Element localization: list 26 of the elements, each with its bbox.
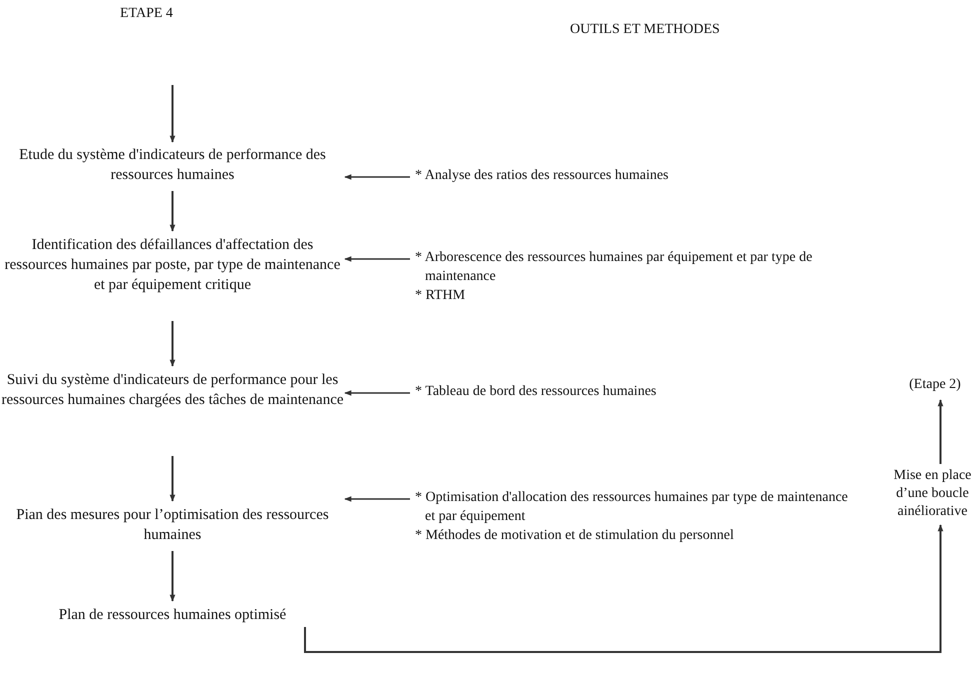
arrow bbox=[304, 524, 944, 653]
step-text: (Etape 2) bbox=[908, 376, 962, 394]
arrow bbox=[170, 191, 176, 232]
step-text: Etude du système d'indicateurs de performance des ressources humaines bbox=[18, 146, 327, 185]
arrow bbox=[170, 85, 176, 143]
step-text: Mise en place d’une boucle ainéliorative bbox=[892, 467, 972, 521]
step-text: Identification des défaillances d'affectation des ressources humaines par poste, par type de maintenance et par équipement critique bbox=[4, 236, 342, 295]
tool-text: * Optimisation d'allocation des ressources humaines par type de maintenance et par équipement bbox=[415, 489, 849, 526]
column-heading: OUTILS ET METHODES bbox=[570, 22, 720, 38]
tool-text: * Analyse des ratios des ressources humaines bbox=[415, 167, 670, 185]
tool-text: * Méthodes de motivation et de stimulation du personnel bbox=[415, 527, 735, 545]
arrow bbox=[170, 456, 176, 502]
step-text: Plan de ressources humaines optimisé bbox=[58, 606, 288, 625]
arrow bbox=[170, 321, 176, 367]
arrow bbox=[344, 174, 410, 180]
arrow bbox=[170, 551, 176, 602]
step-text: Pian des mesures pour l’optimisation des ressources humaines bbox=[15, 506, 330, 545]
arrow bbox=[938, 399, 944, 464]
arrow bbox=[344, 390, 410, 396]
arrow bbox=[344, 256, 410, 262]
column-heading: ETAPE 4 bbox=[120, 6, 173, 22]
step-text: Suivi du système d'indicateurs de performance pour les ressources humaines chargées des tâches de maintenance bbox=[0, 371, 345, 410]
tool-text: * Tableau de bord des ressources humaines bbox=[415, 383, 658, 401]
arrow bbox=[344, 496, 410, 502]
tool-text: * Arborescence des ressources humaines par équipement et par type de maintenance bbox=[415, 249, 814, 286]
tool-text: * RTHM bbox=[415, 287, 466, 305]
